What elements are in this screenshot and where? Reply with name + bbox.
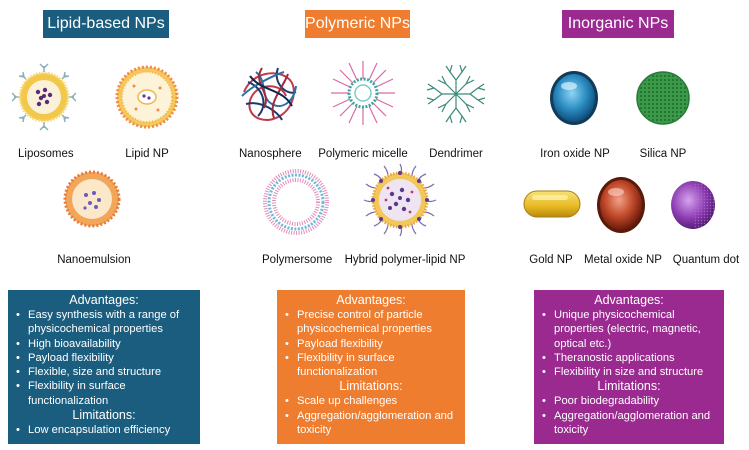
liposome-icon [12,63,76,131]
lipid-properties-box: Advantages: Easy synthesis with a range … [8,290,200,444]
lipid-np-label: Lipid NP [125,148,169,160]
polymeric-limitations-title: Limitations: [339,379,403,394]
polymeric-limitations-list: Scale up challenges Aggregation/agglomer… [283,394,459,437]
list-item: Flexibility in surface functionalization [14,379,194,408]
quantum-dot-icon [671,181,715,229]
list-item: Aggregation/agglomeration and toxicity [283,409,459,438]
polymersome-label: Polymersome [262,254,333,266]
polymeric-micelle-label: Polymeric micelle [318,148,408,160]
nanosphere-icon [241,65,299,123]
list-item: Scale up challenges [283,394,459,409]
list-item: Precise control of particle physicochemi… [283,308,459,337]
nanoemulsion-label: Nanoemulsion [57,254,131,266]
polymeric-properties-box: Advantages: Precise control of particle … [277,290,465,444]
dendrimer-icon [426,64,486,124]
silica-label: Silica NP [639,148,687,160]
iron-oxide-label: Iron oxide NP [540,148,610,160]
list-item: Flexible, size and structure [14,365,194,380]
list-item: Easy synthesis with a range of physicoch… [14,308,194,337]
inorganic-advantages-list: Unique physicochemical properties (elect… [540,308,718,380]
inorganic-advantages-title: Advantages: [594,293,664,307]
inorganic-limitations-list: Poor biodegradability Aggregation/agglom… [540,394,718,437]
quantum-dot-label: Quantum dot [672,254,740,266]
inorganic-properties-box: Advantages: Unique physicochemical prope… [534,290,724,444]
inorganic-header: Inorganic NPs [562,10,674,38]
inorganic-limitations-title: Limitations: [597,379,661,394]
list-item: Payload flexibility [14,351,194,366]
lipid-advantages-list: Easy synthesis with a range of physicoch… [14,308,194,408]
list-item: Aggregation/agglomeration and toxicity [540,409,718,438]
metal-oxide-label: Metal oxide NP [584,254,662,266]
liposomes-label: Liposomes [18,148,74,160]
polymeric-micelle-icon [331,61,395,125]
gold-label: Gold NP [529,254,573,266]
list-item: Unique physicochemical properties (elect… [540,308,718,351]
list-item: Theranostic applications [540,351,718,366]
polymeric-advantages-list: Precise control of particle physicochemi… [283,308,459,379]
lipid-limitations-title: Limitations: [72,408,136,423]
nanosphere-label: Nanosphere [239,148,302,160]
nanoemulsion-icon [63,170,121,228]
hybrid-np-label: Hybrid polymer-lipid NP [344,254,466,266]
polymersome-icon [263,169,329,235]
list-item: Flexibility in size and structure [540,365,718,380]
list-item: Low encapsulation efficiency [14,423,194,438]
gold-np-icon [523,190,581,218]
polymeric-header: Polymeric NPs [305,10,410,38]
list-item: Poor biodegradability [540,394,718,409]
list-item: High bioavailability [14,337,194,352]
iron-oxide-np-icon [550,71,598,125]
lipid-np-icon [115,65,179,129]
list-item: Flexibility in surface functionalization [283,351,459,380]
polymeric-advantages-title: Advantages: [336,293,406,307]
dendrimer-label: Dendrimer [429,148,483,160]
list-item: Payload flexibility [283,337,459,352]
lipid-limitations-list: Low encapsulation efficiency [14,423,194,438]
metal-oxide-np-icon [597,177,645,233]
lipid-header: Lipid-based NPs [43,10,169,38]
hybrid-polymer-lipid-np-icon [363,163,437,237]
silica-np-icon [636,71,690,125]
lipid-advantages-title: Advantages: [69,293,139,307]
